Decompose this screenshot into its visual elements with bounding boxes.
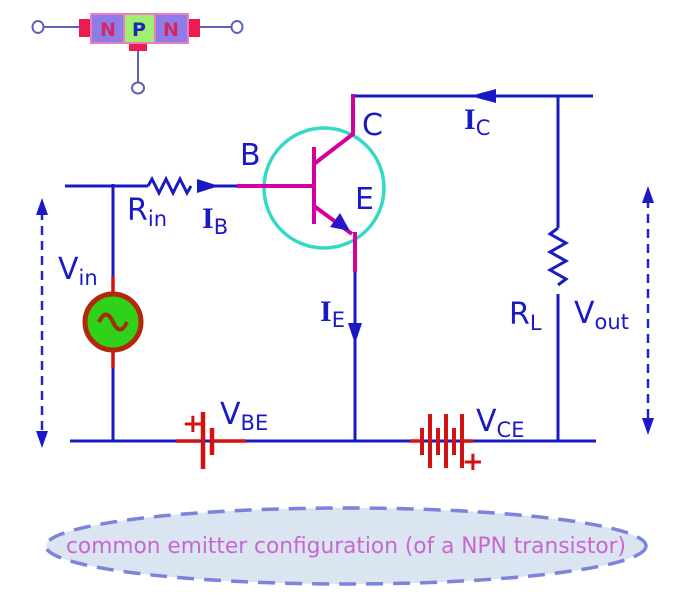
vout-span-arrow (642, 186, 654, 435)
npn-bottom-terminal-icon (131, 81, 145, 95)
ib-label: IB (202, 202, 228, 239)
npn-p-label: P (132, 19, 146, 41)
vbe-label: VBE (220, 397, 268, 435)
vin-span-down-arrow-icon (36, 431, 48, 448)
npn-left-contact (79, 19, 91, 37)
vin-label: Vin (58, 252, 98, 290)
vbe-plus-sign: + (182, 409, 204, 439)
vce-battery (410, 414, 473, 468)
ic-label: IC (464, 103, 490, 140)
rin-label: Rin (127, 193, 167, 231)
collector-label: C (362, 108, 383, 143)
circuit-wires (65, 89, 596, 443)
resistor-rin-icon (146, 175, 193, 197)
vbe-battery (176, 412, 246, 469)
npn-base-contact (129, 42, 147, 51)
ac-source (82, 276, 144, 368)
ic-current-arrow-icon (470, 89, 496, 103)
sine-wave-icon (97, 312, 129, 332)
vin-span-arrow (36, 198, 48, 448)
vce-label: VCE (476, 404, 524, 442)
vout-label: Vout (574, 296, 629, 334)
emitter-label: E (355, 182, 374, 217)
vin-span-up-arrow-icon (36, 198, 48, 215)
ie-current-arrow-icon (348, 323, 362, 344)
transistor-symbol (237, 94, 386, 272)
npn-n-right-label: N (163, 19, 179, 41)
resistor-rl-icon (546, 226, 570, 287)
base-label: B (240, 138, 261, 173)
npn-left-terminal-icon (31, 20, 45, 34)
vout-span-up-arrow-icon (642, 186, 654, 203)
collector-lead (312, 94, 355, 166)
ib-current-arrow-icon (197, 179, 219, 193)
emitter-arrow-icon (330, 213, 350, 231)
caption-text: common emitter configuration (of a NPN t… (66, 534, 626, 559)
npn-right-contact (188, 19, 200, 37)
npn-n-left-label: N (100, 19, 116, 41)
caption-ellipse (44, 506, 648, 586)
ie-label: IE (320, 295, 345, 332)
npn-structure-symbol: N P N (31, 13, 244, 95)
npn-right-terminal-icon (230, 20, 244, 34)
caption-bubble: common emitter configuration (of a NPN t… (44, 506, 648, 586)
npn-n-region-right (154, 13, 189, 44)
rl-label: RL (509, 297, 542, 335)
vout-span-down-arrow-icon (642, 418, 654, 435)
vce-plus-sign: + (462, 447, 484, 477)
npn-n-region-left (90, 13, 125, 44)
